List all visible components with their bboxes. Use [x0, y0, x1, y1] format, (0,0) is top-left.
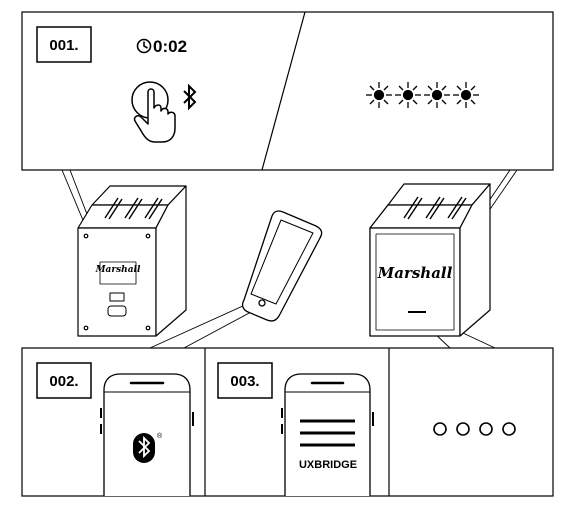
led-2 — [395, 82, 421, 108]
indicator-leds-off — [433, 422, 516, 436]
led-off-1 — [433, 422, 447, 436]
led-1 — [366, 82, 392, 108]
top-panel — [21, 11, 554, 171]
speaker-front-brand: Marshall — [377, 264, 453, 282]
step-002-box: 002. — [36, 362, 92, 399]
led-off-4 — [502, 422, 516, 436]
timer-readout: 0:02 — [153, 37, 187, 56]
step-002-label: 002. — [49, 373, 78, 390]
bluetooth-icon — [133, 433, 155, 463]
smartphone-illustration — [241, 210, 323, 322]
registered-mark: ® — [157, 432, 163, 440]
step-003-label: 003. — [230, 373, 259, 390]
menu-lines-icon — [300, 419, 355, 447]
led-3 — [424, 82, 450, 108]
step-003-box: 003. — [217, 362, 273, 399]
speaker-back-brand: Marshall — [95, 265, 141, 275]
phone-003 — [281, 373, 374, 496]
speaker-back-view — [77, 185, 187, 337]
press-hand-icon — [131, 81, 176, 143]
led-off-3 — [479, 422, 493, 436]
step-001-label: 001. — [49, 37, 78, 54]
led-off-2 — [456, 422, 470, 436]
led-4 — [453, 82, 479, 108]
step-001-box: 001. — [36, 26, 92, 63]
clock-icon — [136, 38, 152, 54]
indicator-leds-blinking — [366, 82, 479, 108]
speaker-front-view — [369, 183, 491, 337]
bluetooth-icon — [183, 83, 197, 111]
device-name-label: UXBRIDGE — [299, 459, 357, 471]
